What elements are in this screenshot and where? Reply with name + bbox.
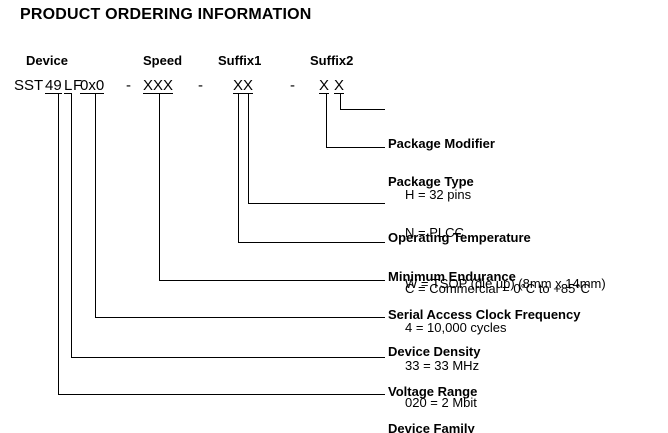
part-separator-1: - — [126, 77, 131, 94]
field-value: C = Commercial = 0°C to +85°C — [405, 281, 590, 296]
connector-temperature-hline — [248, 203, 385, 204]
field-value: N = PLCC — [405, 225, 464, 240]
column-header-speed: Speed — [143, 53, 183, 68]
connector-clock-frequency-vline — [159, 93, 160, 281]
field-operating-temperature: Operating Temperature C = Commercial = 0… — [388, 195, 590, 331]
field-serial-access-clock-frequency: Serial Access Clock Frequency 33 = 33 MH… — [388, 272, 580, 408]
part-segment-voltage: L — [64, 77, 73, 94]
field-name: Serial Access Clock Frequency — [388, 307, 581, 322]
connector-package-type-vline — [326, 93, 327, 148]
field-package-modifier: Package Modifier H = 32 pins — [388, 101, 495, 237]
column-header-suffix1: Suffix1 — [218, 53, 262, 68]
connector-voltage-range-vline — [71, 93, 72, 358]
connector-endurance-hline — [238, 242, 385, 243]
field-name: Device Family — [388, 421, 475, 433]
part-segment-family: 49 — [45, 77, 62, 94]
part-segment-interface: F — [73, 77, 83, 94]
field-name: Operating Temperature — [388, 230, 531, 245]
part-separator-2: - — [198, 77, 203, 94]
connector-package-modifier-vline — [340, 93, 341, 110]
part-segment-suffix2-first: X — [319, 77, 330, 94]
connector-package-type-hline — [326, 147, 385, 148]
field-value: 020 = 2 Mbit — [405, 395, 477, 410]
connector-device-family-vline — [58, 93, 59, 395]
field-voltage-range: Voltage Range L = 3.0-3.6V — [388, 349, 477, 433]
connector-package-modifier-hline — [340, 109, 385, 110]
field-name: Device Density — [388, 344, 481, 359]
connector-device-density-vline — [95, 93, 96, 318]
field-name: Package Type — [388, 174, 474, 189]
connector-clock-frequency-hline — [159, 280, 385, 281]
field-name: Minimum Endurance — [388, 269, 516, 284]
connector-device-family-hline — [58, 394, 385, 395]
field-name: Voltage Range — [388, 384, 478, 399]
part-segment-density: 0x0 — [80, 77, 105, 94]
part-segment-speed: XXX — [143, 77, 174, 94]
connector-device-density-hline — [95, 317, 385, 318]
connector-endurance-vline — [238, 93, 239, 243]
connector-temperature-vline — [248, 93, 249, 204]
field-value: 33 = 33 MHz — [405, 358, 480, 373]
field-value: 4 = 10,000 cycles — [405, 320, 507, 335]
part-segment-suffix2-second: X — [334, 77, 345, 94]
column-header-suffix2: Suffix2 — [310, 53, 354, 68]
field-name: Package Modifier — [388, 136, 495, 151]
part-segment-prefix: SST — [14, 77, 44, 94]
page-title: PRODUCT ORDERING INFORMATION — [20, 6, 312, 23]
part-segment-suffix1: XX — [233, 77, 254, 94]
part-separator-3: - — [290, 77, 295, 94]
field-device-density: Device Density 020 = 2 Mbit — [388, 309, 481, 433]
field-device-family: Device Family — [388, 386, 475, 433]
field-value: W = TSOP (die up) (8mm x 14mm) — [405, 276, 606, 291]
field-package-type: Package Type N = PLCC W = TSOP (die up) … — [388, 139, 606, 326]
field-minimum-endurance: Minimum Endurance 4 = 10,000 cycles — [388, 234, 516, 370]
column-header-device: Device — [26, 53, 68, 68]
connector-voltage-range-hline — [71, 357, 385, 358]
field-value: H = 32 pins — [405, 187, 472, 202]
